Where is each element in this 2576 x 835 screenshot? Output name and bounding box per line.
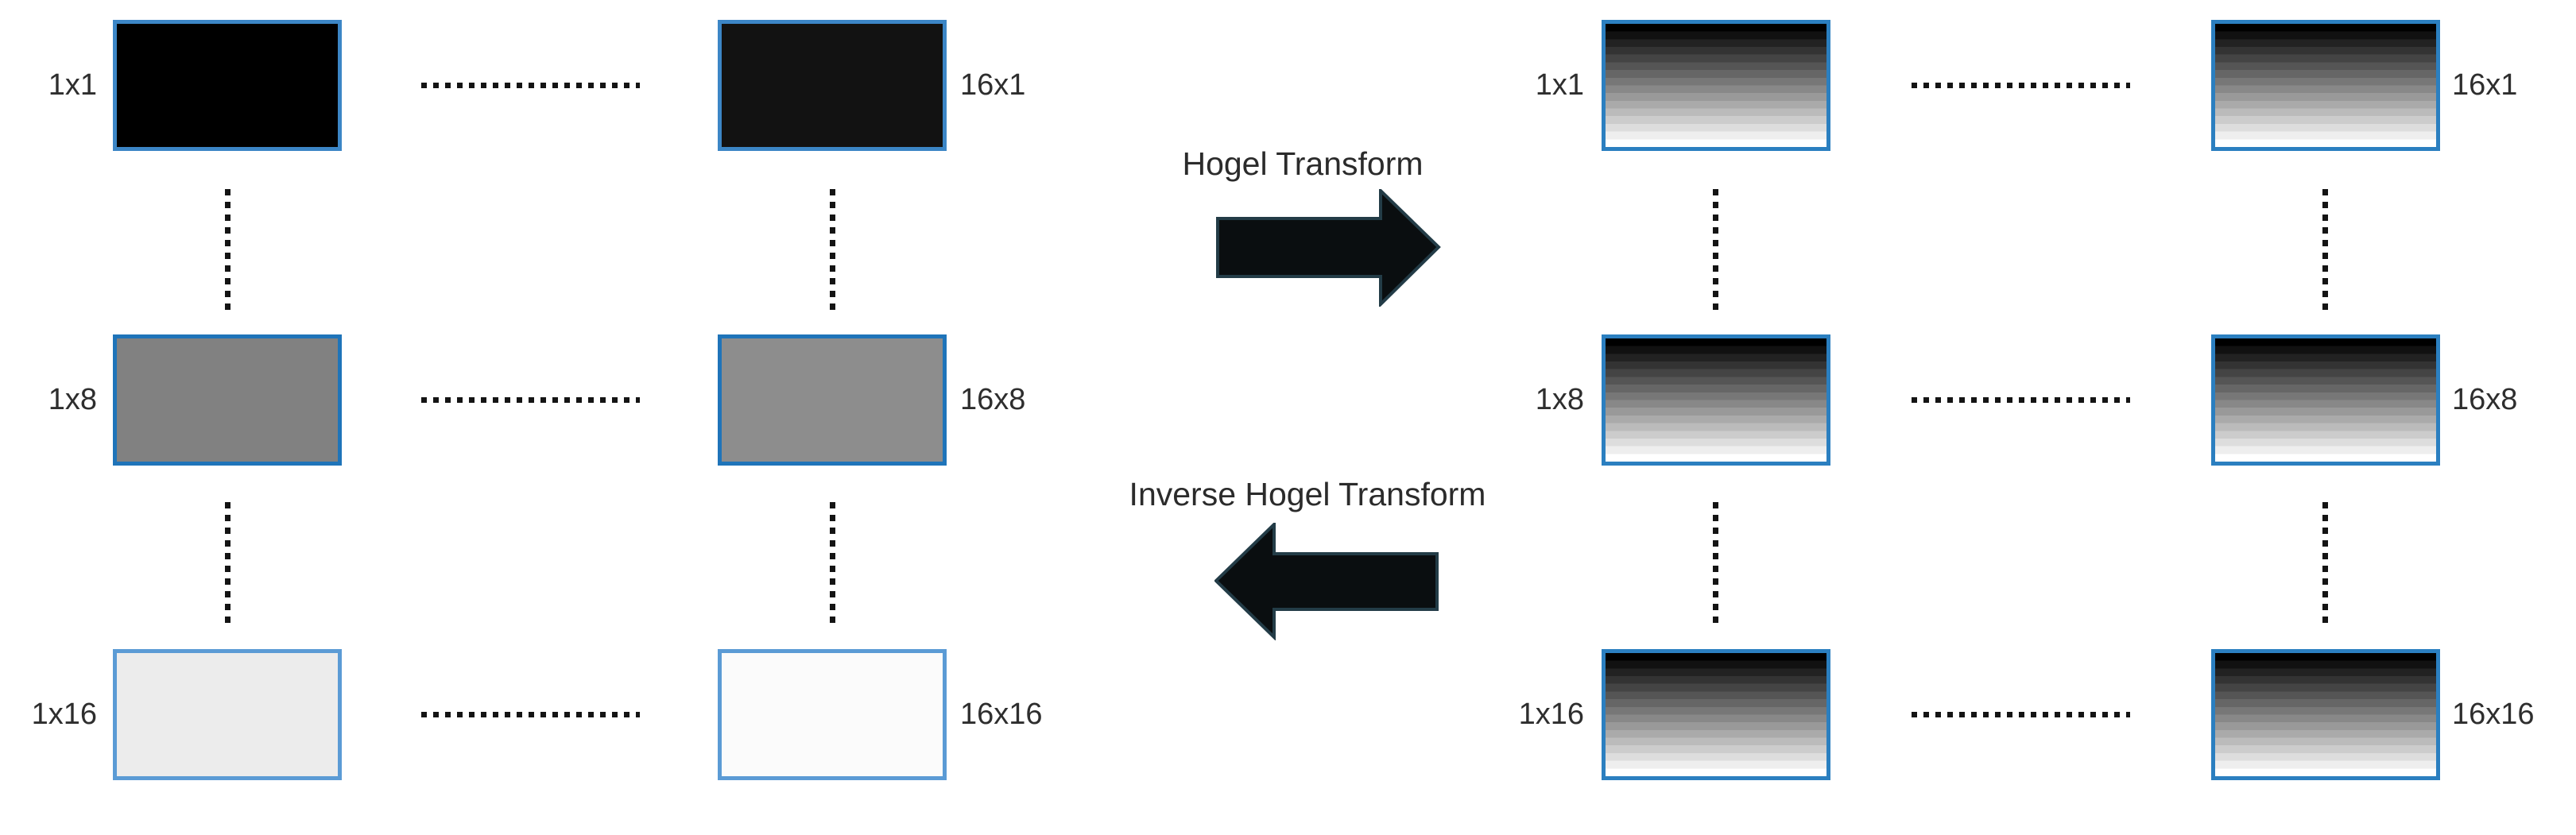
viewpoint-label-1x1: 1x1 — [48, 68, 97, 102]
viewpoint-label-1x8: 1x8 — [48, 383, 97, 416]
hogel-image-16x16 — [2211, 649, 2440, 780]
hogel-transform-right-arrow-icon — [1216, 189, 1441, 307]
dotted-connector-horizontal — [421, 83, 640, 88]
hogel-label-1x8: 1x8 — [1535, 383, 1584, 416]
dotted-connector-vertical — [225, 189, 230, 311]
viewpoint-image-16x1 — [718, 20, 947, 151]
dotted-connector-vertical — [830, 189, 835, 311]
hogel-transform-label: Hogel Transform — [1182, 145, 1424, 182]
viewpoint-image-1x1 — [113, 20, 342, 151]
hogel-image-1x16 — [1602, 649, 1830, 780]
dotted-connector-vertical — [2322, 502, 2328, 624]
hogel-label-16x1: 16x1 — [2452, 68, 2518, 102]
hogel-image-1x8 — [1602, 334, 1830, 466]
hogel-label-16x8: 16x8 — [2452, 383, 2518, 416]
inverse-hogel-transform-label: Inverse Hogel Transform — [1129, 476, 1486, 512]
dotted-connector-horizontal — [1912, 397, 2130, 403]
viewpoint-label-1x16: 1x16 — [31, 698, 97, 731]
viewpoint-image-16x8 — [718, 334, 947, 466]
viewpoint-label-16x8: 16x8 — [960, 383, 1026, 416]
hogel-image-16x1 — [2211, 20, 2440, 151]
dotted-connector-vertical — [2322, 189, 2328, 311]
viewpoint-image-16x16 — [718, 649, 947, 780]
viewpoint-image-1x8 — [113, 334, 342, 466]
viewpoint-label-16x16: 16x16 — [960, 698, 1043, 731]
dotted-connector-horizontal — [421, 712, 640, 717]
hogel-label-1x1: 1x1 — [1535, 68, 1584, 102]
viewpoint-image-1x16 — [113, 649, 342, 780]
dotted-connector-horizontal — [1912, 712, 2130, 717]
dotted-connector-vertical — [225, 502, 230, 624]
dotted-connector-vertical — [830, 502, 835, 624]
dotted-connector-vertical — [1713, 189, 1718, 311]
hogel-image-1x1 — [1602, 20, 1830, 151]
dotted-connector-horizontal — [1912, 83, 2130, 88]
inverse-hogel-transform-left-arrow-icon — [1214, 523, 1439, 640]
hogel-image-16x8 — [2211, 334, 2440, 466]
viewpoint-label-16x1: 16x1 — [960, 68, 1026, 102]
dotted-connector-horizontal — [421, 397, 640, 403]
hogel-label-1x16: 1x16 — [1518, 698, 1584, 731]
dotted-connector-vertical — [1713, 502, 1718, 624]
hogel-label-16x16: 16x16 — [2452, 698, 2535, 731]
